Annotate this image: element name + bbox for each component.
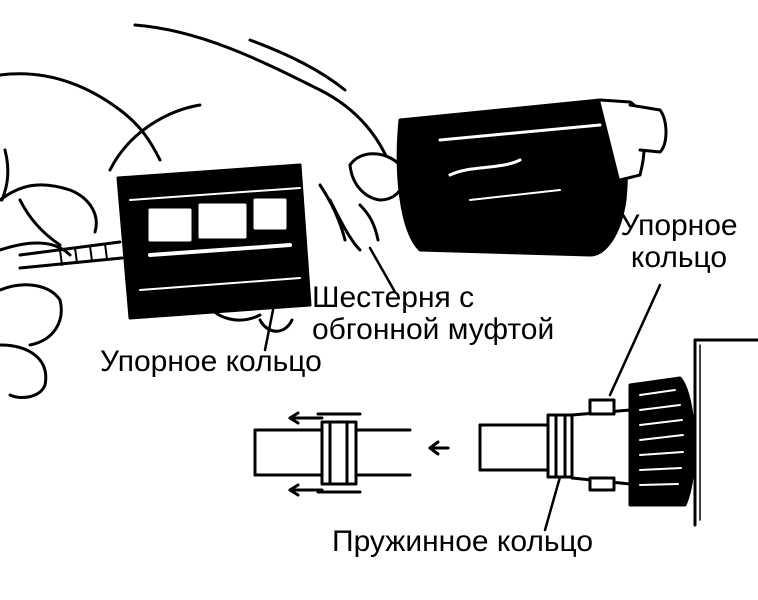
shaft-drawing: [18, 240, 124, 270]
spring-ring-leader-line: [543, 468, 564, 532]
armature-drawing: [328, 98, 668, 257]
gear-leader-line: [368, 246, 397, 294]
thrust-ring-left-label: Упорное кольцо: [100, 345, 322, 378]
thrust-ring-left-leader-line: [263, 298, 277, 352]
shaft-detail-left-drawing: [253, 411, 450, 497]
gear-label-line2: обгонной муфтой: [312, 313, 555, 346]
thrust-ring-right-leader-line: [608, 283, 662, 397]
puller-tool-drawing: [116, 163, 312, 320]
right-hand-drawing: [108, 23, 406, 333]
spring-ring-label: Пружинное кольцо: [332, 525, 594, 558]
leader-lines: [263, 246, 662, 532]
thrust-ring-right-label: Упорное кольцо: [603, 210, 755, 274]
gear-label-line1: Шестерня с: [312, 281, 475, 314]
left-hand-drawing: [0, 72, 162, 399]
gear-with-overrunning-clutch-label: Шестерня с обгонной муфтой: [312, 282, 554, 346]
shaft-detail-right-drawing: [478, 338, 758, 527]
thrust-ring-right-label-line1: Упорное: [620, 209, 738, 242]
thrust-ring-right-label-line2: кольцо: [630, 241, 728, 274]
